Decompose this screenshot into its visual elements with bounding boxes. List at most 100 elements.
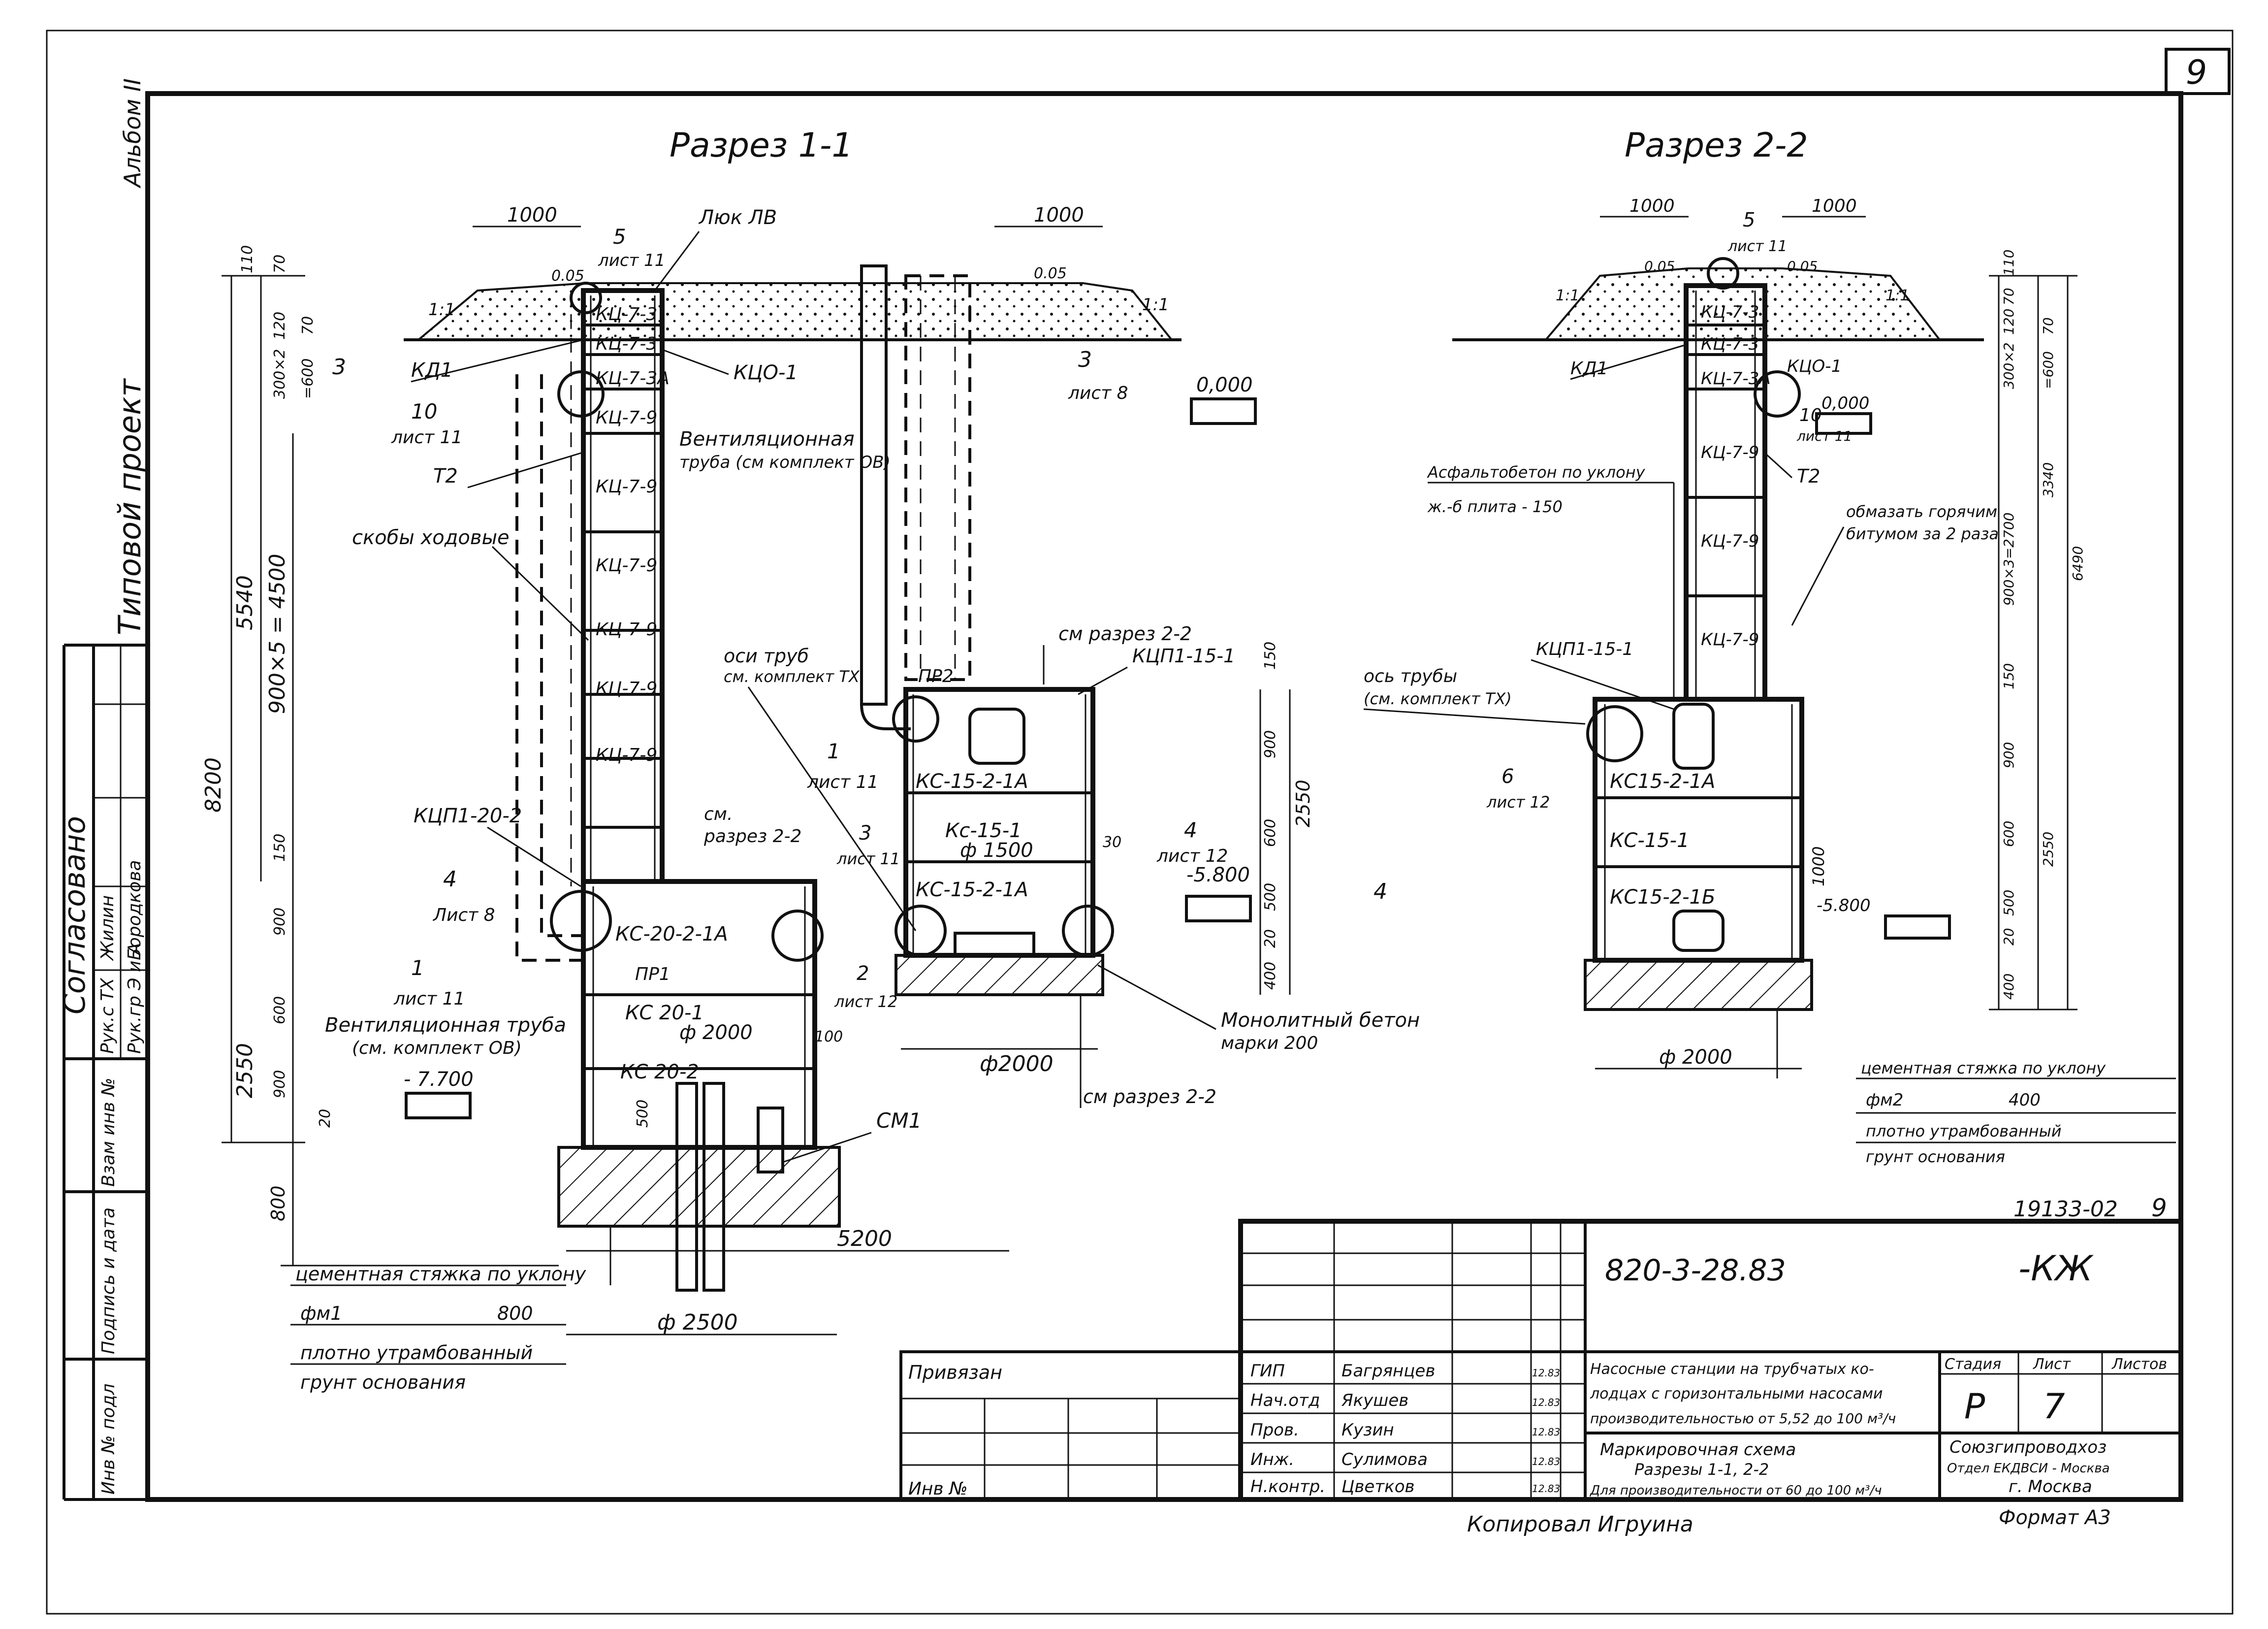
s2-dim-1000-l: 1000 (1629, 196, 1675, 216)
dim-8200: 8200 (201, 757, 226, 813)
callout-list12-4: лист 12 (1156, 846, 1228, 866)
dim-100: 100 (815, 1028, 843, 1045)
s2-t2: Т2 (1797, 465, 1820, 487)
dim-70b: 70 (299, 316, 317, 335)
section-2-title: Разрез 2-2 (1625, 126, 1808, 165)
ring-label: КЦ-7-3А (596, 368, 670, 389)
inv-label: Инв № (908, 1479, 968, 1499)
legend-2-line4: грунт основания (1866, 1147, 2005, 1166)
detail-circle-pr2 (892, 695, 939, 743)
dim-500: 500 (634, 1100, 651, 1128)
dim-phi2500: ф 2500 (657, 1310, 738, 1335)
dim-30: 30 (1103, 834, 1121, 851)
description-1: Насосные станции на трубчатых ко- (1590, 1361, 1874, 1378)
s2-kd1: КД1 (1570, 358, 1608, 379)
legend-2-fm: фм2 (1866, 1090, 1903, 1110)
s2-rdim: 900×3=2700 (2001, 513, 2017, 606)
callout-vent-top-2: труба (см комплект ОВ) (679, 453, 891, 472)
staff-date: 12.83 (1532, 1483, 1560, 1495)
dim-800: 800 (267, 1185, 289, 1221)
s2-list12: лист 12 (1486, 793, 1550, 812)
callout-4-right: 4 (1184, 818, 1197, 842)
code-stamp: 19133-02 (2013, 1197, 2118, 1222)
s2-rdim: 600 (2001, 821, 2017, 847)
dim-005-left: 0.05 (551, 267, 584, 285)
detail-circle-1 (550, 890, 612, 952)
s2-rdim: =600 (2040, 351, 2056, 389)
callout-kco1: КЦО-1 (734, 361, 798, 384)
chamber-2-label: КС-15-1 (1610, 829, 1690, 852)
callout-see22-top: см разрез 2-2 (1058, 623, 1192, 645)
ground-backfill (415, 282, 1174, 341)
s2-rdim: 300×2 (2001, 342, 2017, 389)
callout-kcp15: КЦП1-15-1 (1132, 645, 1235, 667)
cut-4-right: 4 (1374, 879, 1387, 904)
callout-hatch-lv: Люк ЛВ (698, 206, 777, 229)
chamber-diameter: ф 2000 (679, 1021, 753, 1044)
callout-see22-mid: см. (704, 804, 733, 824)
agreed-name-2: Бородкова (125, 860, 145, 960)
callout-3b: 3 (859, 822, 871, 845)
cut-3-left: 3 (332, 355, 346, 380)
staff-date: 12.83 (1532, 1456, 1560, 1467)
legend-1-fm-value: 800 (497, 1303, 533, 1324)
callout-f11: 1:1 (428, 300, 455, 320)
detail-circle-5-s2 (1707, 257, 1739, 290)
legend-1-line3: плотно утрамбованный (300, 1342, 533, 1364)
callout-pr1: ПР1 (635, 964, 671, 984)
detail-circle-2 (771, 910, 824, 962)
staff-name: Багрянцев (1342, 1361, 1435, 1381)
staff-name: Цветков (1342, 1477, 1415, 1497)
page-number: 9 (2186, 53, 2207, 92)
s2-slab: ж.-б плита - 150 (1427, 497, 1563, 516)
s2-f11-r: 1:1 (1885, 287, 1909, 304)
dim-1000-right: 1000 (1034, 204, 1084, 227)
agreed-label: Согласовано (58, 816, 92, 1014)
callout-pr2: ПР2 (918, 666, 954, 686)
copied-by: Копировал Игруина (1467, 1512, 1693, 1537)
staff-role: ГИП (1250, 1361, 1285, 1381)
rdim: 900 (1262, 730, 1279, 758)
dim-600: =600 (299, 358, 317, 399)
callout-4-left: 4 (443, 867, 457, 892)
callout-see22-bot: см разрез 2-2 (1083, 1086, 1216, 1108)
s2-lvl5800: -5.800 (1817, 896, 1871, 915)
designation: 820-3-28.83 (1605, 1253, 1786, 1288)
stage-header: Стадия (1945, 1356, 2001, 1373)
right-chamber-diameter: ф 1500 (960, 839, 1033, 862)
callout-1-left: 1 (411, 956, 424, 980)
callout-t2: Т2 (433, 465, 458, 488)
format: Формат А3 (1999, 1506, 2111, 1529)
legend-2-fm-value: 400 (2009, 1090, 2041, 1110)
sump (757, 1107, 784, 1173)
ring-label-2: КЦ-7-9 (1701, 443, 1759, 462)
staff-date: 12.83 (1532, 1367, 1560, 1379)
dim-70: 70 (271, 255, 288, 273)
dim-900b: 900 (271, 1070, 288, 1098)
org-1: Союзгипроводхоз (1949, 1437, 2107, 1457)
legend-1-line4: грунт основания (300, 1371, 466, 1393)
s2-phi2000: ф 2000 (1659, 1046, 1732, 1069)
staff-role: Инж. (1250, 1450, 1294, 1469)
legend-2-line3: плотно утрамбованный (1866, 1122, 2062, 1140)
staff-role: Нач.отд (1250, 1391, 1320, 1410)
section-1-title: Разрез 1-1 (670, 126, 853, 165)
callout-3: 3 (1078, 347, 1092, 372)
sheet-title-3: Для производительности от 60 до 100 м³/ч (1590, 1483, 1882, 1498)
mark: -КЖ (2018, 1248, 2094, 1289)
callout-axis-pipes: оси труб (724, 645, 809, 667)
vent-pipe-right (860, 264, 888, 706)
level-5800: -5.800 (1186, 864, 1250, 886)
s2-axis: ось трубы (1364, 666, 1457, 686)
level-7700: - 7.700 (404, 1068, 474, 1091)
callout-list11-right: лист 11 (807, 772, 878, 792)
chamber-2-label: КС15-2-1А (1610, 770, 1715, 793)
level-000: 0,000 (1196, 374, 1253, 396)
chamber-ring-label: КС-20-2-1А (615, 923, 728, 945)
s2-callout-5: 5 (1743, 209, 1755, 231)
s2-coat: обмазать горячим (1846, 502, 1997, 521)
callout-monolith: Монолитный бетон (1221, 1009, 1420, 1032)
dim-900x5: 900×5 = 4500 (265, 554, 290, 714)
s2-rdim: 120 (2001, 309, 2017, 335)
rdim: 20 (1262, 929, 1279, 948)
